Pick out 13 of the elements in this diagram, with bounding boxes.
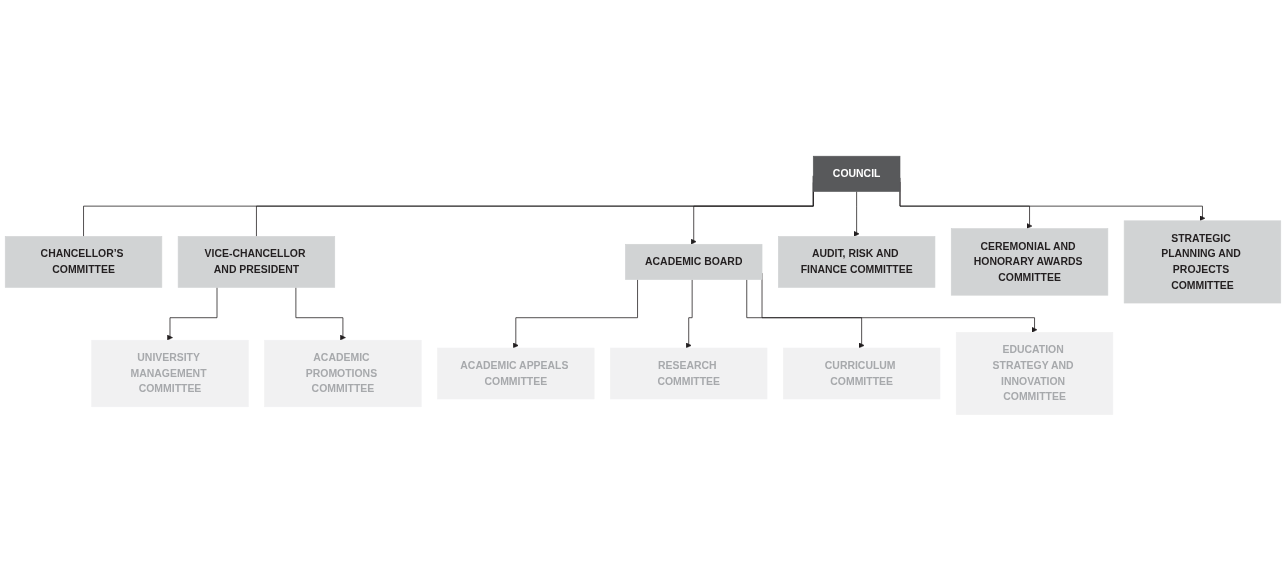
node-box: ACADEMIC APPEALS COMMITTEE bbox=[437, 347, 595, 399]
node-box: AUDIT, RISK AND FINANCE COMMITTEE bbox=[778, 235, 936, 288]
node-box: UNIVERSITY MANAGEMENT COMMITTEE bbox=[91, 339, 249, 407]
node-box: CURRICULUM COMMITTEE bbox=[783, 347, 941, 399]
node-box: ACADEMIC PROMOTIONS COMMITTEE bbox=[264, 339, 422, 407]
node-box: STRATEGIC PLANNING AND PROJECTS COMMITTEE bbox=[1123, 220, 1282, 303]
node-box: CHANCELLOR’S COMMITTEE bbox=[4, 235, 163, 288]
node-box: ACADEMIC BOARD bbox=[625, 243, 763, 280]
node-box: EDUCATION STRATEGY AND INNOVATION COMMITTEE bbox=[955, 331, 1114, 415]
node-box: RESEARCH COMMITTEE bbox=[610, 347, 768, 399]
node-box: CEREMONIAL AND HONORARY AWARDS COMMITTEE bbox=[950, 227, 1109, 296]
node-box: COUNCIL bbox=[812, 155, 901, 192]
node-box: VICE-CHANCELLOR AND PRESIDENT bbox=[177, 235, 336, 288]
